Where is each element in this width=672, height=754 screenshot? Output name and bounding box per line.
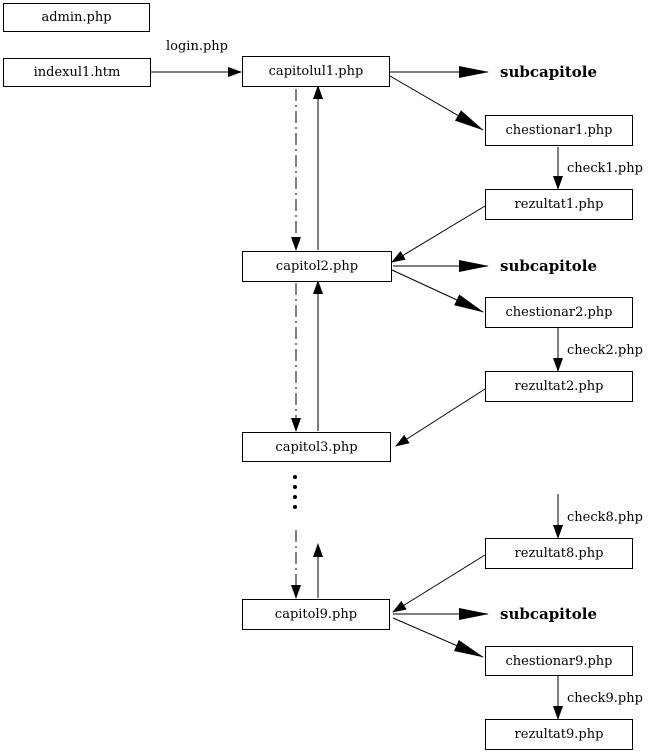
vertical-ellipsis xyxy=(293,475,297,515)
node-rezultat2-label: rezultat2.php xyxy=(514,379,604,394)
node-capitol3: capitol3.php xyxy=(242,432,391,462)
edge-label-check9: check9.php xyxy=(567,691,643,706)
node-capitolul1-label: capitolul1.php xyxy=(268,64,364,79)
node-rezultat1-label: rezultat1.php xyxy=(514,197,604,212)
edge-capitol9-chestionar9 xyxy=(392,617,484,658)
edge-rezultat1-capitol2 xyxy=(391,205,486,263)
subcapitole-label-1: subcapitole xyxy=(500,63,598,81)
edge-label-login: login.php xyxy=(166,39,228,54)
ellipsis-dot xyxy=(293,505,297,509)
node-admin-label: admin.php xyxy=(41,10,112,25)
edge-label-check8: check8.php xyxy=(567,510,643,525)
node-chestionar9-label: chestionar9.php xyxy=(505,653,613,669)
node-admin: admin.php xyxy=(3,3,150,32)
node-rezultat9: rezultat9.php xyxy=(485,719,633,750)
edge-capitol2-chestionar2 xyxy=(391,269,484,313)
edge-capitolul1-chestionar1 xyxy=(389,75,484,131)
node-chestionar9: chestionar9.php xyxy=(485,646,633,676)
node-capitol9-label: capitol9.php xyxy=(274,607,358,622)
node-capitol3-label: capitol3.php xyxy=(275,439,358,455)
node-capitol2: capitol2.php xyxy=(242,251,392,282)
edge-label-check2: check2.php xyxy=(567,343,643,358)
node-chestionar2-label: chestionar2.php xyxy=(505,305,613,320)
node-capitol9: capitol9.php xyxy=(242,599,390,630)
node-rezultat8-label: rezultat8.php xyxy=(514,546,604,561)
ellipsis-dot xyxy=(293,475,297,479)
subcapitole-label-9: subcapitole xyxy=(500,605,598,623)
edge-rezultat8-capitol9 xyxy=(392,554,486,613)
node-capitolul1: capitolul1.php xyxy=(242,56,390,87)
node-chestionar1-label: chestionar1.php xyxy=(505,123,613,138)
node-chestionar2: chestionar2.php xyxy=(485,297,633,328)
node-indexul1: indexul1.htm xyxy=(3,58,151,87)
node-rezultat1: rezultat1.php xyxy=(485,189,633,220)
node-rezultat2: rezultat2.php xyxy=(485,371,633,402)
node-rezultat9-label: rezultat9.php xyxy=(514,727,604,742)
node-rezultat8: rezultat8.php xyxy=(485,538,633,569)
edge-rezultat2-capitol3 xyxy=(395,388,486,447)
node-capitol2-label: capitol2.php xyxy=(275,259,359,274)
node-chestionar1: chestionar1.php xyxy=(485,115,633,146)
ellipsis-dot xyxy=(293,495,297,499)
ellipsis-dot xyxy=(293,485,297,489)
node-indexul1-label: indexul1.htm xyxy=(33,65,121,80)
edge-label-check1: check1.php xyxy=(567,161,643,176)
subcapitole-label-2: subcapitole xyxy=(500,257,598,275)
